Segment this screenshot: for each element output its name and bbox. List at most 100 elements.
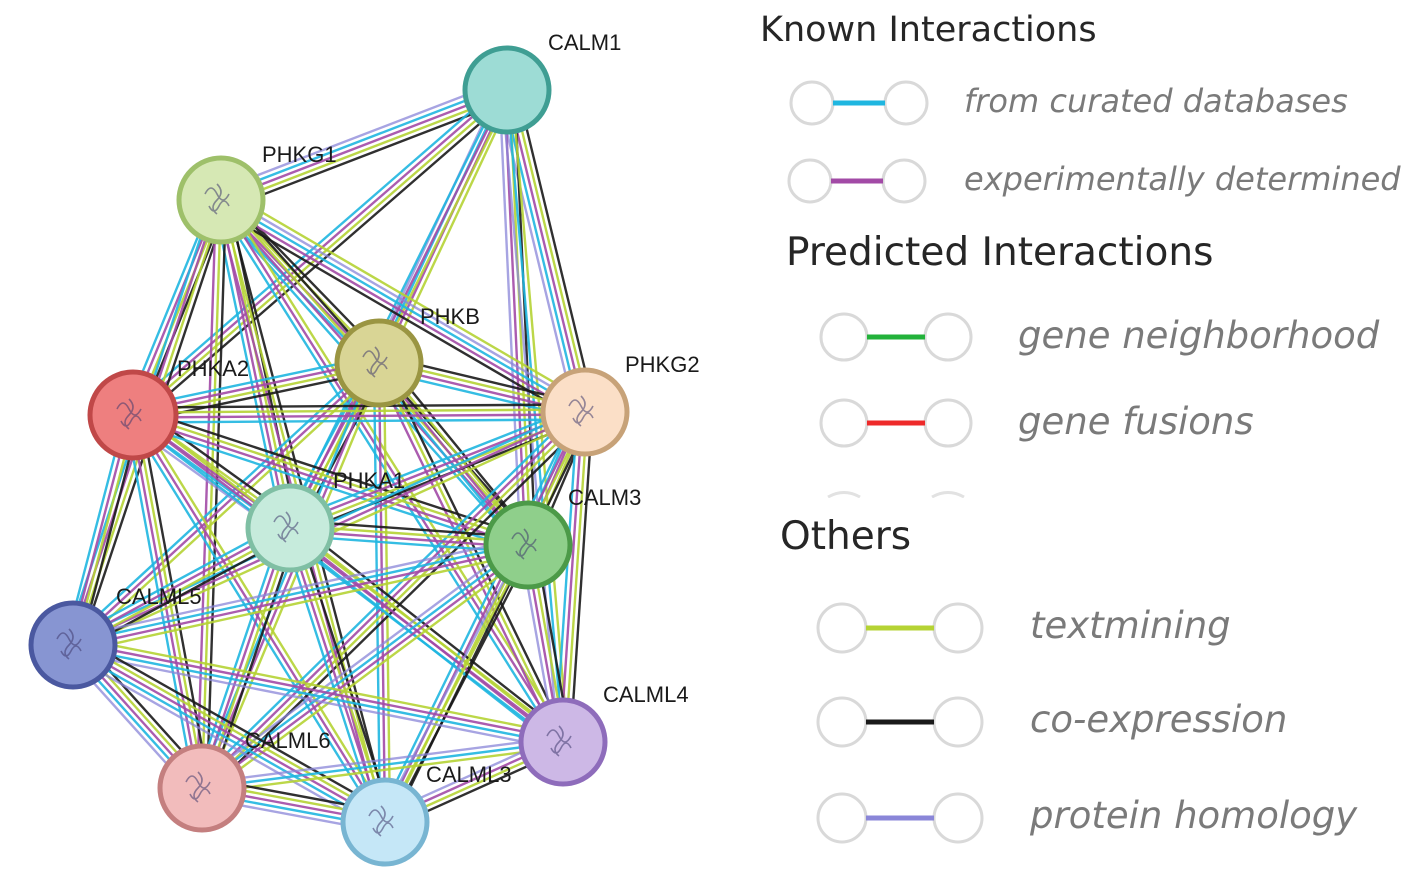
edge-line-textmining (290, 525, 566, 741)
edge-line-textmining (74, 551, 530, 654)
node-label: PHKG2 (625, 352, 700, 377)
edge-line-experimental (559, 411, 584, 742)
edge-line-curated (196, 360, 376, 787)
legend-line-curated-icon (789, 80, 929, 126)
edge-line-homology (71, 536, 527, 639)
node-calml5[interactable]: CALML5 (28, 584, 202, 690)
edge-line-textmining (205, 550, 534, 795)
edge-phkg1-calml4 (215, 196, 569, 746)
node-calml3[interactable]: CALML3 (340, 762, 512, 867)
edge-line-experimental (220, 88, 508, 202)
edge-calm3-calml5 (71, 536, 530, 654)
node-calm1[interactable]: CALM1 (462, 30, 621, 135)
edge-line-experimental (377, 362, 387, 823)
edge-phka1-calml6 (193, 525, 299, 791)
edge-line-coexpression (205, 200, 228, 789)
edge-line-coexpression (382, 360, 569, 741)
legend-label-fusions: gene fusions (1018, 400, 1254, 443)
legend-label-coexpression: co-expression (1030, 698, 1288, 741)
edge-line-curated (124, 416, 196, 790)
edge-line-homology (496, 92, 577, 415)
edge-line-experimental (286, 528, 384, 824)
edge-line-curated (220, 198, 586, 414)
node-phkg1[interactable]: PHKG1 (176, 142, 337, 245)
edge-line-textmining (74, 636, 565, 736)
edge-line-textmining (205, 364, 385, 791)
legend-label-neighborhood: gene neighborhood (1018, 314, 1380, 357)
node-label: CALM3 (568, 485, 641, 510)
protein-structure-icon (511, 528, 537, 560)
edge-line-textmining (564, 412, 589, 743)
node-calml4[interactable]: CALML4 (518, 682, 689, 787)
node-label: CALML3 (426, 762, 512, 787)
node-phkb[interactable]: PHKB (334, 304, 480, 408)
node-label: PHKG1 (262, 142, 337, 167)
edge-calm1-phkg1 (216, 79, 512, 211)
node-label: PHKA2 (177, 356, 249, 381)
edge-line-experimental (219, 199, 565, 743)
edge-line-curated (377, 408, 580, 820)
edge-line-coexpression (77, 635, 391, 815)
node-label: CALML6 (245, 728, 331, 753)
edge-line-textmining (202, 745, 564, 795)
edge-line-curated (215, 202, 560, 746)
edge-line-textmining (74, 639, 389, 819)
protein-structure-icon (568, 395, 594, 427)
edge-line-textmining (200, 199, 223, 789)
edge-line-homology (500, 90, 560, 743)
edge-line-homology (216, 79, 504, 192)
protein-structure-icon (185, 771, 211, 803)
node-phka1[interactable]: PHKA1 (245, 468, 405, 573)
edge-line-textmining (132, 408, 585, 414)
edge-calml5-calml4 (71, 636, 565, 751)
node-label: PHKB (420, 304, 480, 329)
edge-line-homology (71, 651, 562, 751)
node-label: CALM1 (548, 30, 621, 55)
edge-line-curated (500, 90, 582, 414)
edge-line-curated (72, 646, 563, 746)
edge-line-experimental (73, 641, 564, 741)
edge-line-textmining (382, 362, 392, 822)
edge-line-textmining (203, 528, 294, 790)
edge-line-curated (72, 541, 528, 644)
legend-others-title: Others (780, 514, 912, 559)
protein-structure-icon (368, 805, 394, 837)
edge-phkb-calml4 (373, 360, 569, 745)
node-phka2[interactable]: PHKA2 (87, 356, 249, 461)
edge-line-curated (201, 740, 564, 790)
legend-line-coexpression-icon (816, 696, 984, 748)
edge-phkg1-calml6 (195, 199, 228, 789)
node-phkg2[interactable]: PHKG2 (540, 352, 700, 457)
edge-line-experimental (200, 362, 381, 789)
edge-phkb-calml6 (196, 360, 385, 791)
edge-line-textmining (225, 190, 591, 405)
edge-line-coexpression (569, 412, 594, 743)
edge-line-curated (286, 403, 583, 523)
node-label: PHKA1 (333, 468, 405, 493)
edge-line-experimental (131, 414, 387, 823)
protein-structure-icon (273, 511, 299, 543)
edge-line-textmining (224, 196, 569, 740)
edge-line-experimental (72, 362, 380, 646)
legend-label-curated: from curated databases (964, 82, 1348, 120)
edge-phka2-phkg2 (132, 403, 586, 424)
edge-line-textmining (510, 88, 592, 412)
edge-line-homology (222, 194, 589, 409)
legend-label-homology: protein homology (1030, 794, 1358, 837)
edge-line-curated (554, 411, 579, 742)
edge-line-textmining (377, 362, 565, 743)
edge-line-textmining (133, 90, 510, 418)
edge-line-coexpression (206, 416, 592, 795)
protein-structure-icon (116, 398, 142, 430)
legend-line-textmining-icon (816, 602, 984, 654)
node-calml6[interactable]: CALML6 (157, 728, 331, 833)
edge-line-curated (199, 542, 528, 787)
legend-predicted-title: Predicted Interactions (786, 230, 1214, 275)
edge-calm1-phkg2 (496, 87, 596, 415)
node-calm3[interactable]: CALM3 (483, 485, 641, 590)
edge-line-coexpression (293, 521, 569, 738)
edge-phkg1-phkg2 (215, 190, 591, 422)
node-circle[interactable] (462, 45, 552, 135)
